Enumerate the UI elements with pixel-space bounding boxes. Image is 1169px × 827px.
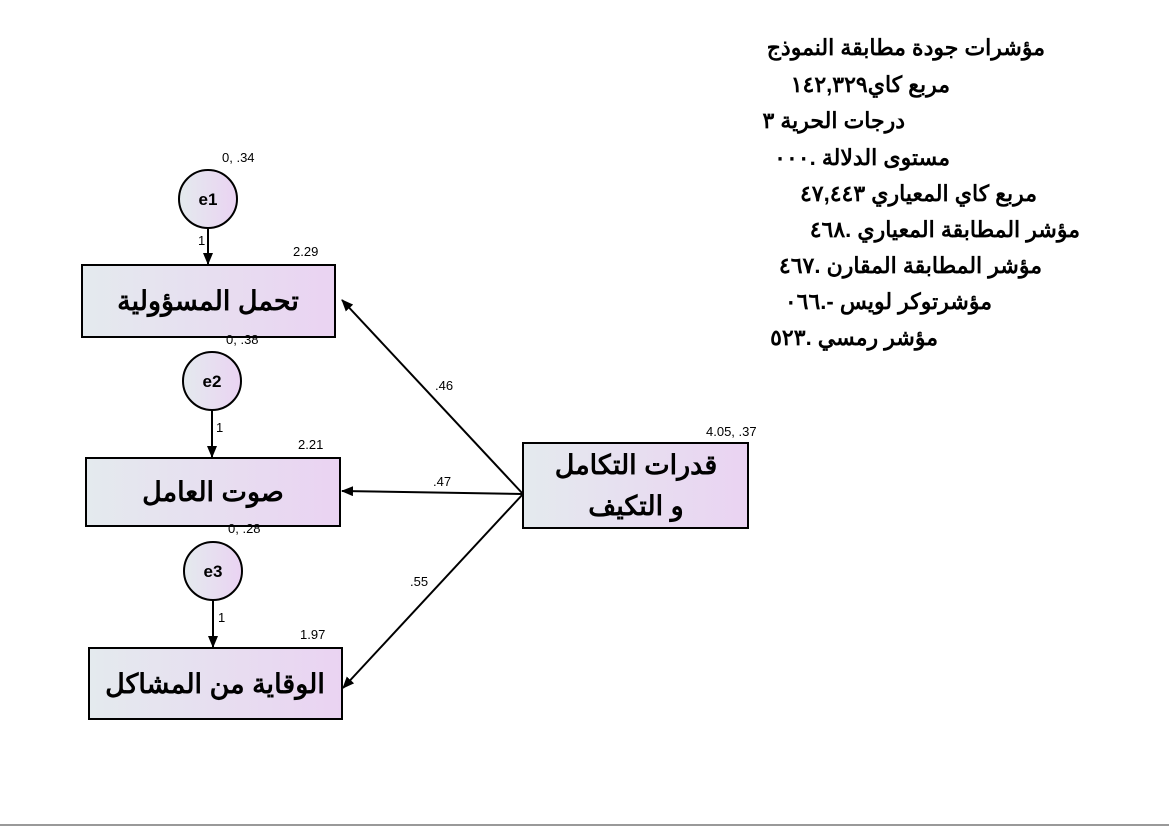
- source-stats: 4.05, .37: [706, 424, 757, 439]
- observed-variable-responsibility[interactable]: تحمل المسؤولية: [81, 264, 336, 338]
- error-weight: 1: [216, 420, 223, 435]
- source-label-line2: و التكيف: [588, 491, 683, 523]
- error-label: e1: [199, 190, 218, 209]
- fit-indices-panel: مؤشرات جودة مطابقة النموذج مربع كاي١٤٢,٣…: [762, 35, 1080, 351]
- path-arrow-responsibility: [341, 299, 524, 495]
- fit-line: مربع كاي المعياري ٤٧,٤٤٣: [800, 181, 1037, 207]
- error-stats: 0, .34: [222, 150, 255, 165]
- fit-line: مؤشرتوكر لويس -.٠٦٦: [785, 289, 992, 315]
- error-stats: 0, .28: [228, 521, 261, 536]
- error-weight: 1: [198, 233, 205, 248]
- fit-line: مؤشر المطابقة المعياري .٤٦٨: [810, 217, 1080, 243]
- variable-label: تحمل المسؤولية: [117, 286, 299, 318]
- variable-label: صوت العامل: [142, 477, 284, 509]
- observed-variable-problem-prevention[interactable]: الوقاية من المشاكل: [88, 647, 343, 720]
- fit-line: مستوى الدلالة .٠٠٠: [774, 145, 950, 171]
- path-coefficient: .46: [435, 378, 453, 393]
- observed-variable-worker-voice[interactable]: صوت العامل: [85, 457, 341, 527]
- source-label-line1: قدرات التكامل: [555, 450, 717, 482]
- error-label: e3: [204, 562, 223, 581]
- intercept: 1.97: [300, 627, 325, 642]
- variable-label: الوقاية من المشاكل: [105, 669, 325, 701]
- fit-line: مؤشر المطابقة المقارن .٤٦٧: [779, 253, 1042, 279]
- error-node-e3[interactable]: e3: [183, 541, 243, 601]
- error-stats: 0, .38: [226, 332, 259, 347]
- path-arrow-problem-prevention: [342, 493, 524, 689]
- error-weight: 1: [218, 610, 225, 625]
- fit-line: درجات الحرية ٣: [762, 108, 905, 134]
- intercept: 2.29: [293, 244, 318, 259]
- error-node-e2[interactable]: e2: [182, 351, 242, 411]
- fit-line: مربع كاي١٤٢,٣٢٩: [791, 72, 950, 98]
- path-coefficient: .47: [433, 474, 451, 489]
- fit-line: مؤشر رمسي .٥٢٣: [770, 325, 938, 351]
- path-coefficient: .55: [410, 574, 428, 589]
- error-label: e2: [203, 372, 222, 391]
- intercept: 2.21: [298, 437, 323, 452]
- source-variable-integration-adaptation[interactable]: قدرات التكامل و التكيف: [522, 442, 749, 529]
- error-node-e1[interactable]: e1: [178, 169, 238, 229]
- path-arrow-worker-voice: [341, 486, 524, 497]
- fit-title: مؤشرات جودة مطابقة النموذج: [767, 35, 1045, 61]
